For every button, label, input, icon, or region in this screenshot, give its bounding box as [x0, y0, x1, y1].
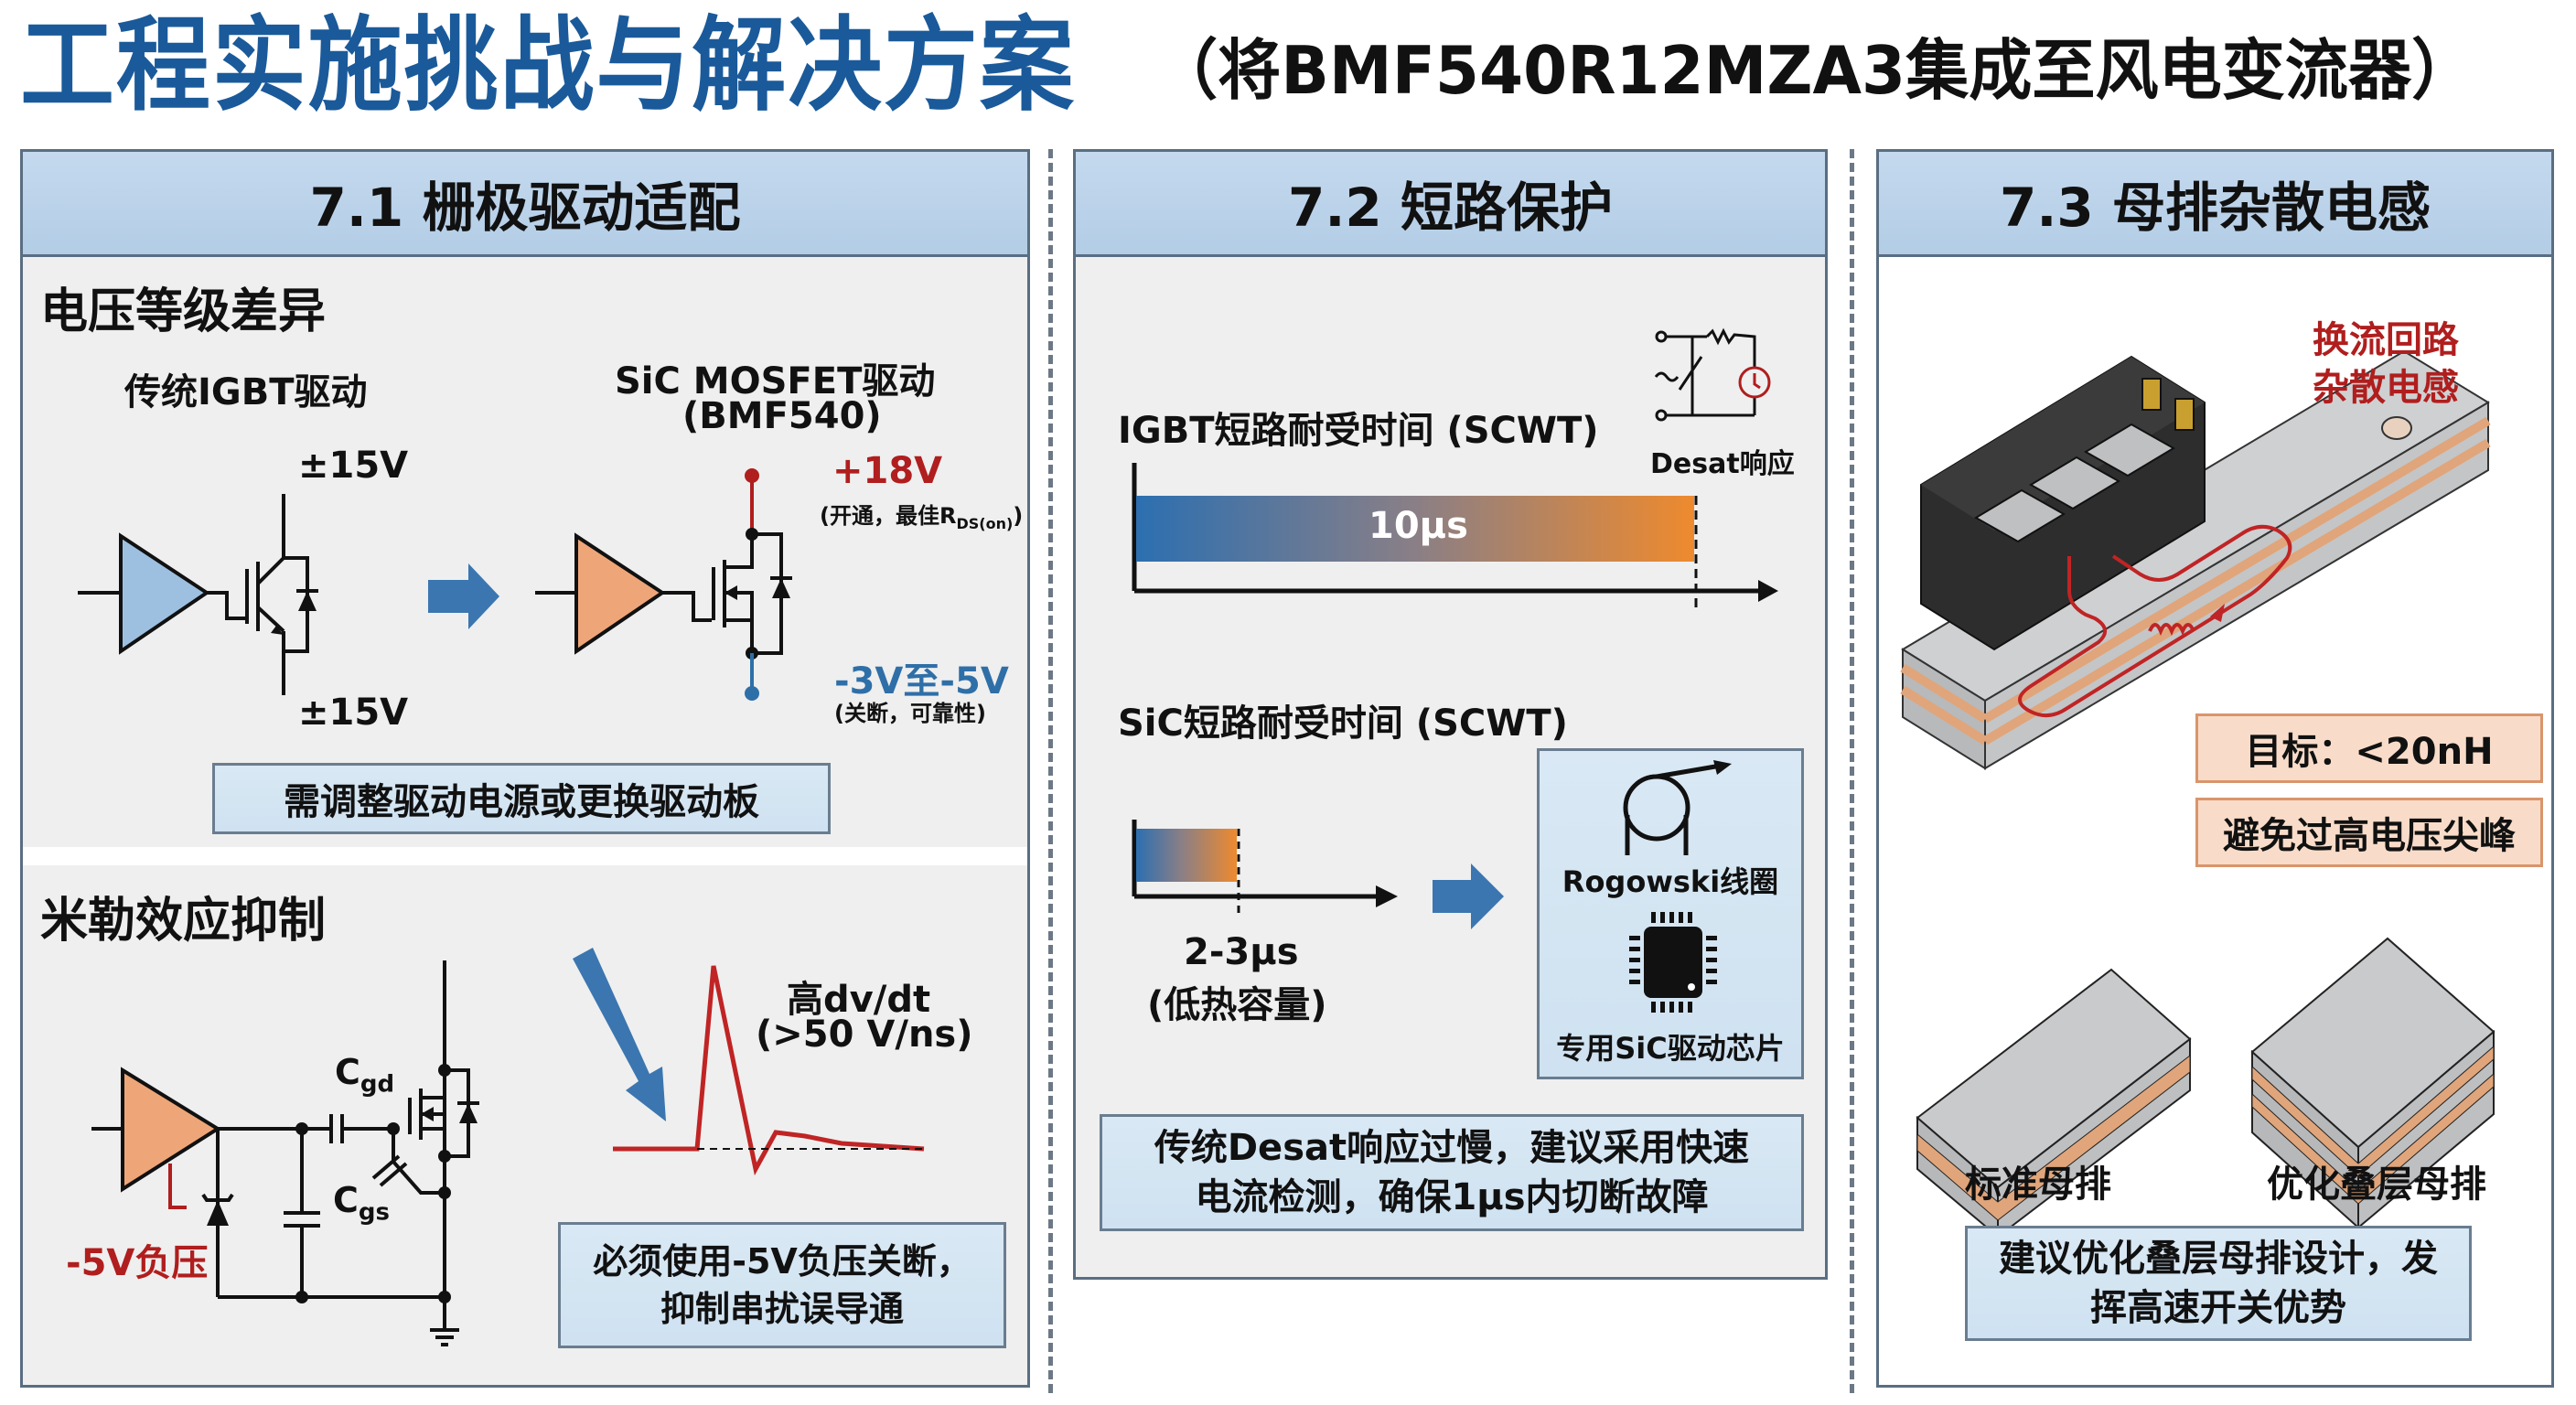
- arrow-right-icon: [428, 563, 499, 629]
- panel-short-circuit: 7.2 短路保护: [1073, 149, 1828, 1280]
- page-subtitle: （将BMF540R12MZA3集成至风电变流器）: [1154, 32, 2475, 109]
- sic-scwt-chart: [1132, 820, 1398, 915]
- laminated-busbar-label: 优化叠层母排: [2267, 1164, 2486, 1206]
- busbar-note-box: 建议优化叠层母排设计，发 挥高速开关优势: [1965, 1226, 2472, 1341]
- driver-chip-icon: [1629, 912, 1717, 1013]
- dvdt-arrow-icon: [573, 948, 666, 1121]
- solution-box: Rogowski线圈 专用SiC驱动芯片: [1537, 748, 1804, 1079]
- neg-voltage-label: -5V负压: [66, 1242, 209, 1284]
- cgs-label: Cgs: [333, 1180, 390, 1227]
- standard-busbar-icon: [1916, 968, 2192, 1239]
- igbt-scwt-title: IGBT短路耐受时间 (SCWT): [1118, 410, 1599, 452]
- miller-note-box: 必须使用-5V负压关断， 抑制串扰误导通: [558, 1222, 1006, 1348]
- avoid-spike-box: 避免过高电压尖峰: [2195, 798, 2543, 867]
- cgs-capacitor-icon: [284, 1211, 320, 1228]
- arrow-right-icon: [1433, 863, 1504, 929]
- cgd-label: Cgd: [335, 1052, 395, 1099]
- igbt-drive-circuit: [78, 494, 318, 695]
- sic-scwt-value: 2-3μs: [1184, 931, 1299, 973]
- diode-icon: [296, 589, 318, 611]
- sic-drive-model: (BMF540): [682, 395, 882, 437]
- panel-gate-drive: 7.1 栅极驱动适配: [20, 149, 1030, 1388]
- page-title: 工程实施挑战与解决方案: [20, 6, 1076, 125]
- sic-off-note: (关断，可靠性): [834, 701, 986, 726]
- sic-on-note: (开通，最佳RDS(on)): [820, 503, 1024, 532]
- target-inductance-box: 目标：<20nH: [2195, 713, 2543, 783]
- diode-icon: [770, 576, 792, 598]
- dvdt-value: (>50 V/ns): [756, 1014, 973, 1056]
- standard-busbar-label: 标准母排: [1965, 1164, 2111, 1206]
- igbt-scwt-chart: [1132, 463, 1778, 609]
- power-module-busbar-illustration: [1900, 349, 2491, 770]
- parasitic-capacitor-icon: [371, 1154, 408, 1187]
- voltage-spike-waveform: [613, 965, 925, 1176]
- sic-drive-label: SiC MOSFET驱动: [615, 360, 936, 402]
- driver-amplifier-icon: [121, 1067, 221, 1193]
- desat-label: Desat响应: [1650, 448, 1795, 480]
- igbt-scwt-value: 10μs: [1368, 505, 1468, 547]
- short-circuit-note-box: 传统Desat响应过慢，建议采用快速 电流检测，确保1μs内切断故障: [1100, 1114, 1804, 1231]
- mosfet-icon: [218, 960, 470, 1346]
- sic-on-voltage: +18V: [832, 450, 943, 492]
- panel-header: 7.2 短路保护: [1076, 152, 1825, 257]
- panel-divider: [1850, 149, 1854, 1393]
- rogowski-label: Rogowski线圈: [1562, 864, 1779, 899]
- panel-header: 7.3 母排杂散电感: [1879, 152, 2551, 257]
- miller-circuit: [91, 960, 479, 1346]
- desat-circuit-icon: [1654, 327, 1771, 422]
- igbt-amplifier-icon: [78, 532, 245, 655]
- loop-inductance-label: 换流回路 杂散电感: [2313, 319, 2459, 409]
- zener-diode-icon: [201, 1193, 234, 1226]
- igbt-drive-label: 传统IGBT驱动: [124, 371, 368, 413]
- igbt-top-voltage: ±15V: [298, 445, 409, 487]
- section-separator: [23, 847, 1027, 865]
- igbt-bottom-voltage: ±15V: [298, 692, 409, 734]
- cgd-capacitor-icon: [329, 1114, 344, 1143]
- mosfet-icon: [712, 532, 783, 655]
- laminated-busbar-icon: [2250, 937, 2496, 1230]
- panel-divider: [1048, 149, 1053, 1393]
- section-title-miller: 米勒效应抑制: [40, 894, 327, 949]
- dvdt-label: 高dv/dt: [787, 979, 931, 1021]
- sic-off-voltage: -3V至-5V: [834, 660, 1009, 702]
- igbt-transistor-icon: [245, 494, 309, 695]
- diode-icon: [457, 1101, 479, 1123]
- sic-amplifier-icon: [574, 532, 666, 655]
- section-title-voltage: 电压等级差异: [40, 284, 327, 339]
- sic-scwt-note: (低热容量): [1147, 984, 1327, 1026]
- panel-header: 7.1 栅极驱动适配: [23, 152, 1027, 257]
- sic-drive-circuit: [535, 468, 792, 701]
- driver-chip-label: 专用SiC驱动芯片: [1556, 1031, 1785, 1066]
- sic-scwt-title: SiC短路耐受时间 (SCWT): [1118, 702, 1568, 745]
- voltage-note-box: 需调整驱动电源或更换驱动板: [212, 763, 831, 834]
- rogowski-coil-icon: [1623, 760, 1732, 855]
